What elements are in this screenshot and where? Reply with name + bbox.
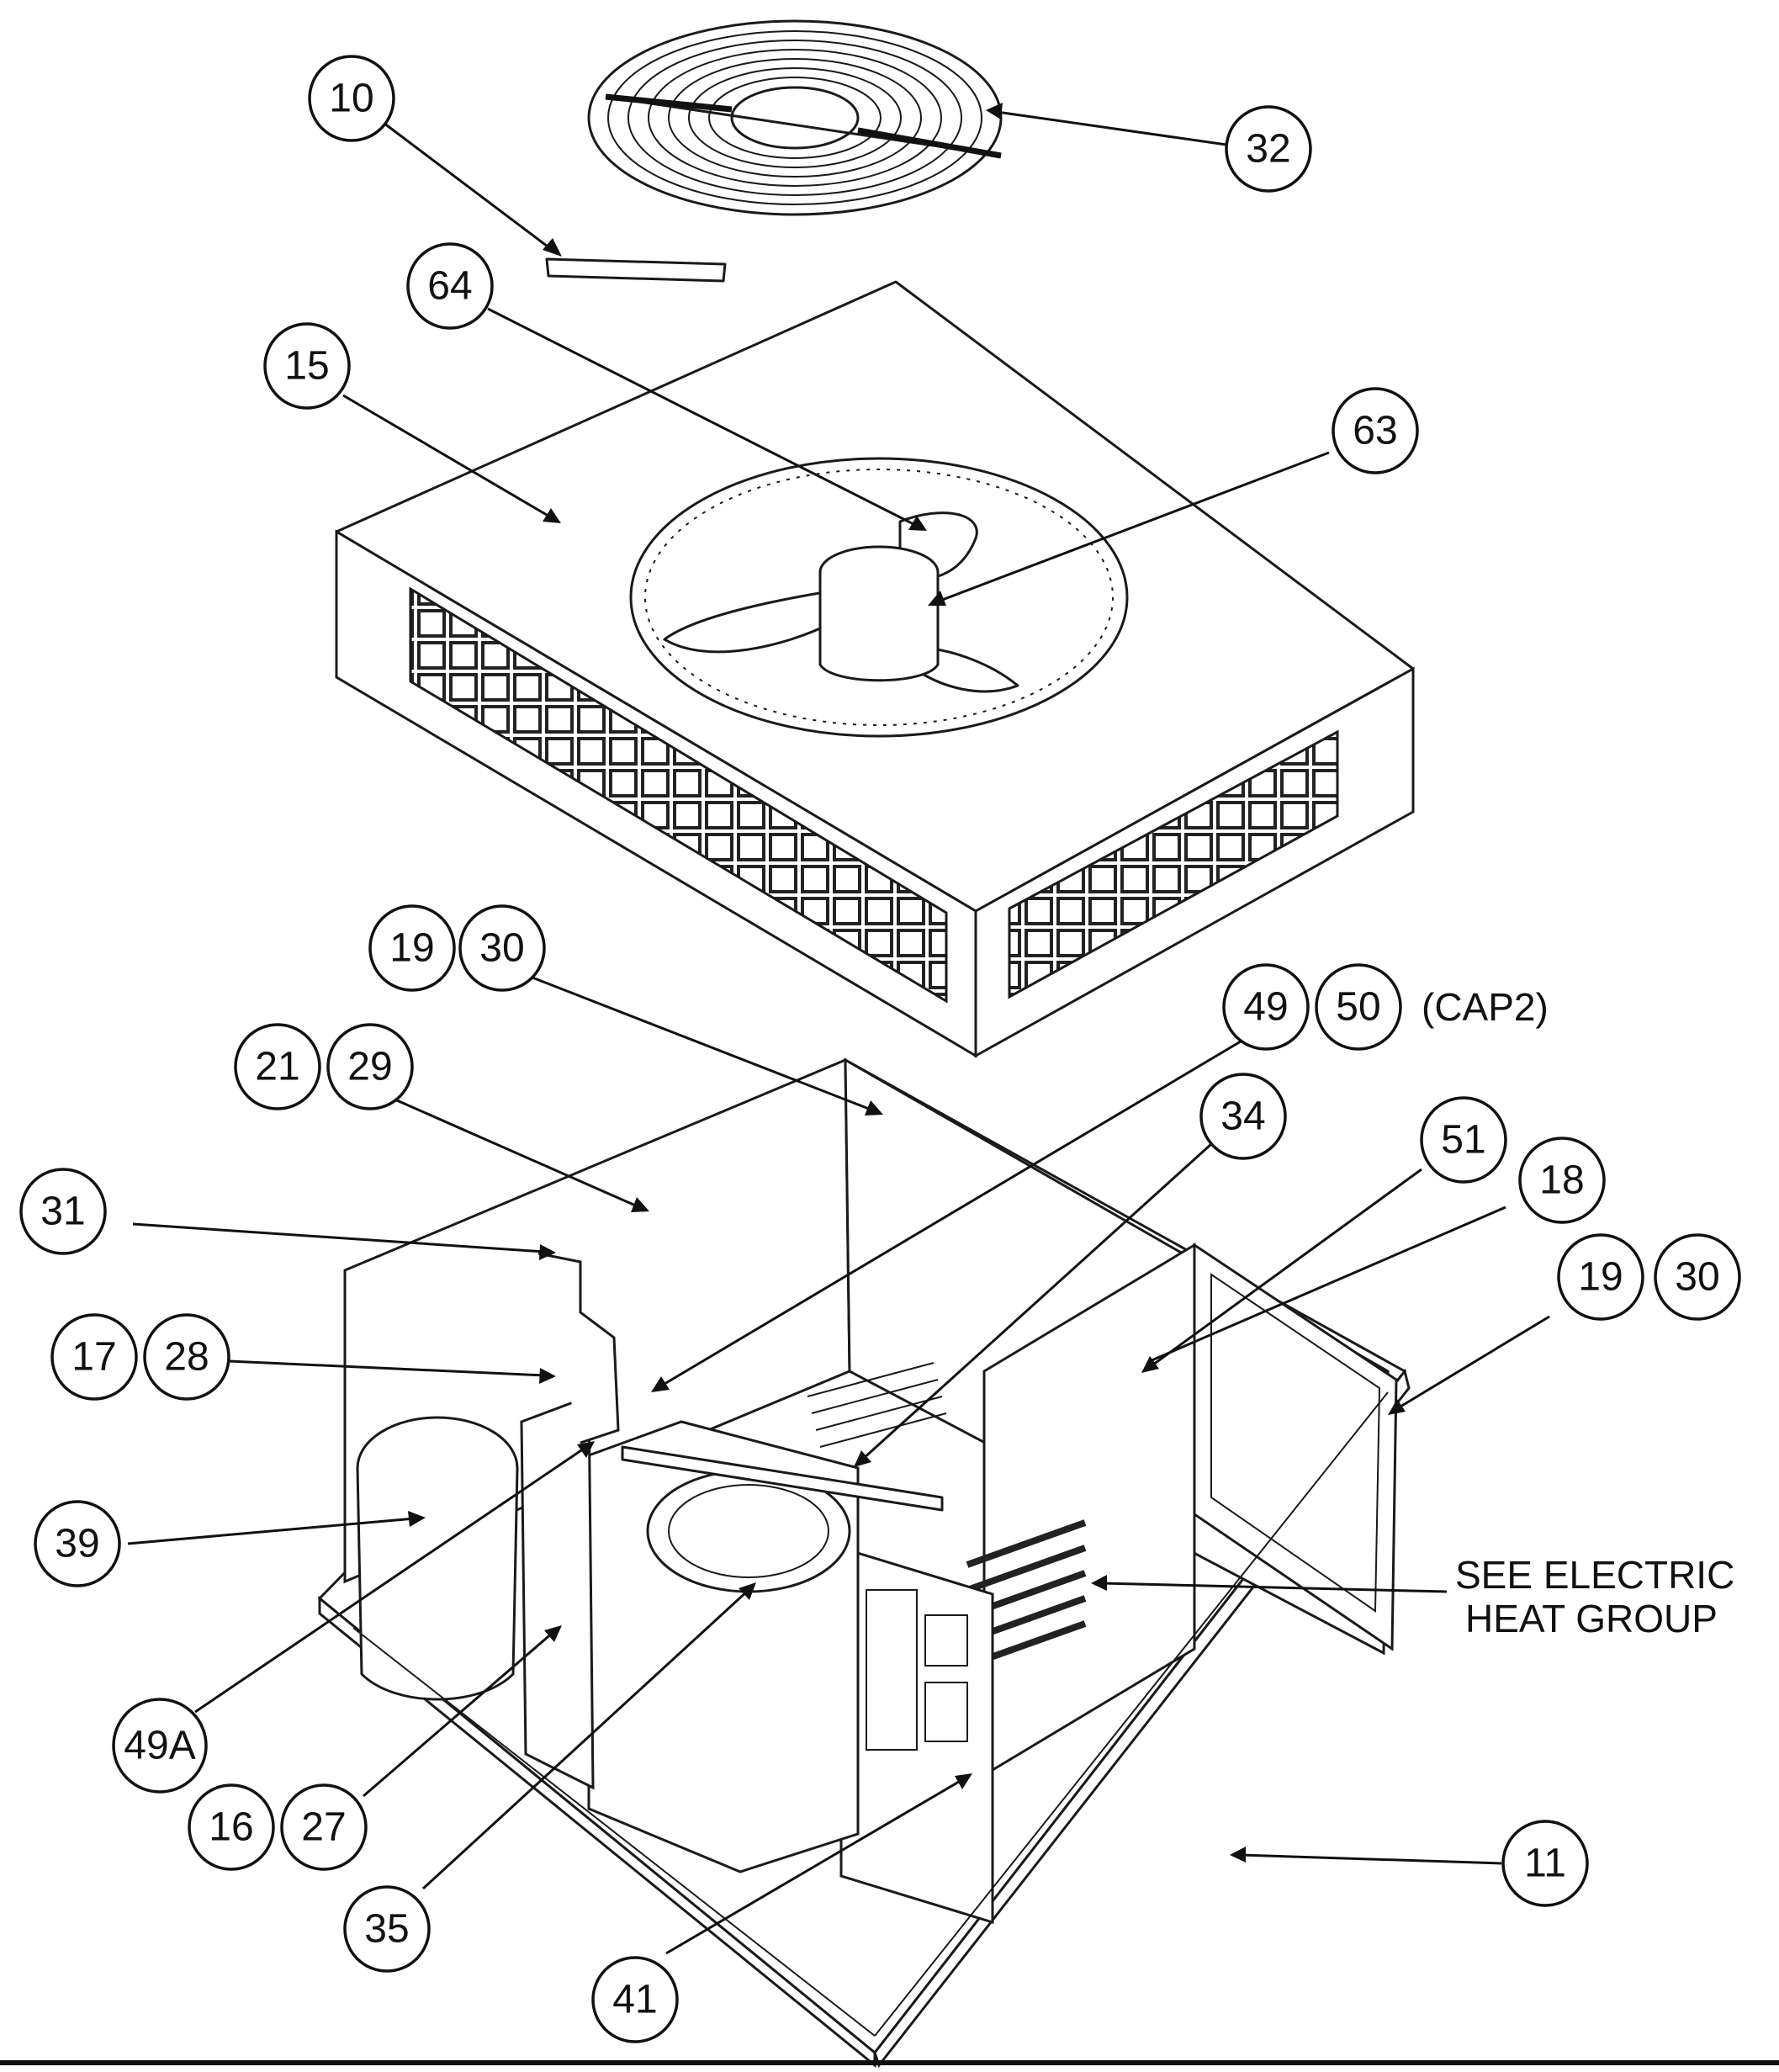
svg-text:18: 18 <box>1539 1158 1584 1203</box>
fan-guard-part <box>587 19 1003 216</box>
callout-39: 39 <box>34 1500 121 1587</box>
callout-35: 35 <box>343 1885 431 1973</box>
svg-text:15: 15 <box>284 344 329 389</box>
svg-text:35: 35 <box>364 1907 409 1952</box>
callout-41: 41 <box>591 1956 679 2043</box>
coil-part <box>807 1362 947 1448</box>
leader-lines <box>127 103 1550 1955</box>
callout-17: 17 <box>50 1313 138 1401</box>
callout-50: 50 <box>1315 963 1402 1051</box>
svg-text:10: 10 <box>329 77 373 121</box>
svg-text:49A: 49A <box>124 1724 195 1768</box>
callout-15: 15 <box>263 322 351 410</box>
top-cover-part <box>335 280 1415 1058</box>
callout-30-top: 30 <box>458 904 546 992</box>
svg-text:63: 63 <box>1353 409 1397 453</box>
svg-text:30: 30 <box>479 926 524 971</box>
callout-16: 16 <box>188 1783 275 1871</box>
callout-27: 27 <box>280 1783 368 1871</box>
compressor-part <box>356 1416 519 1701</box>
svg-text:29: 29 <box>347 1045 392 1089</box>
callout-49: 49 <box>1222 963 1310 1051</box>
callout-19-top: 19 <box>368 904 456 992</box>
svg-text:64: 64 <box>427 264 472 309</box>
svg-text:49: 49 <box>1243 985 1288 1030</box>
callout-63: 63 <box>1332 387 1419 474</box>
callout-30-right: 30 <box>1654 1233 1741 1321</box>
svg-text:11: 11 <box>1524 1841 1566 1886</box>
strip-part <box>545 257 727 283</box>
callout-64: 64 <box>406 242 494 330</box>
svg-text:51: 51 <box>1441 1118 1485 1163</box>
callout-49A: 49A <box>112 1698 208 1794</box>
callout-21: 21 <box>234 1023 321 1110</box>
cap2-note: (CAP2) <box>1422 985 1549 1029</box>
svg-text:34: 34 <box>1220 1094 1265 1139</box>
callout-34: 34 <box>1199 1073 1287 1160</box>
svg-text:(CAP2): (CAP2) <box>1422 985 1549 1029</box>
front-panel-part <box>520 1394 595 1790</box>
callout-32: 32 <box>1225 105 1312 193</box>
callout-31: 31 <box>19 1168 107 1255</box>
svg-text:31: 31 <box>40 1190 85 1234</box>
svg-text:32: 32 <box>1246 127 1290 172</box>
svg-text:27: 27 <box>301 1805 346 1850</box>
svg-text:30: 30 <box>1675 1255 1719 1300</box>
control-panel-part <box>839 1545 994 1925</box>
svg-text:16: 16 <box>209 1805 253 1850</box>
svg-text:21: 21 <box>255 1045 299 1089</box>
svg-text:19: 19 <box>389 926 434 971</box>
svg-text:SEE ELECTRIC: SEE ELECTRIC <box>1455 1553 1734 1597</box>
svg-text:41: 41 <box>612 1978 657 2022</box>
svg-text:50: 50 <box>1336 985 1380 1030</box>
callout-19-right: 19 <box>1557 1233 1644 1321</box>
svg-text:19: 19 <box>1578 1255 1623 1300</box>
svg-text:39: 39 <box>55 1522 99 1566</box>
callout-28: 28 <box>143 1313 230 1401</box>
svg-text:28: 28 <box>164 1335 209 1380</box>
callout-18: 18 <box>1518 1137 1606 1224</box>
electric-heat-note: SEE ELECTRIC HEAT GROUP <box>1455 1553 1734 1640</box>
callout-29: 29 <box>326 1023 414 1110</box>
svg-text:17: 17 <box>71 1335 116 1380</box>
callout-51: 51 <box>1420 1096 1507 1184</box>
callout-11: 11 <box>1501 1820 1589 1907</box>
callout-10: 10 <box>308 55 395 142</box>
svg-text:HEAT GROUP: HEAT GROUP <box>1465 1597 1718 1640</box>
blower-housing-part <box>587 1420 860 1873</box>
base-cabinet-part <box>317 1057 1411 2069</box>
